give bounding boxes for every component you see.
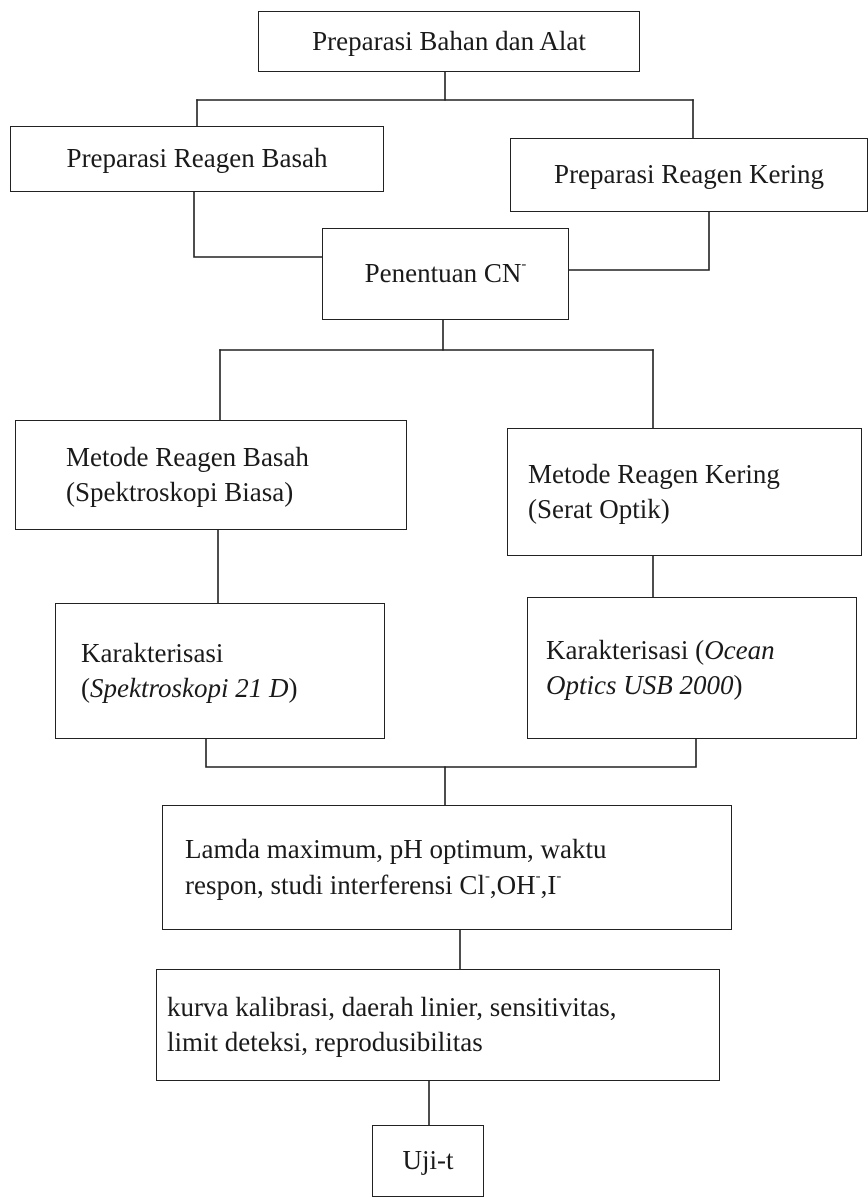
karakterisasi-basah-line2: (Spektroskopi 21 D): [81, 673, 298, 703]
uji-t-label: Uji-t: [402, 1145, 454, 1176]
connector-karakterisasi-merge: [205, 738, 697, 768]
uji-t-box: Uji-t: [372, 1125, 484, 1197]
prep-bahan-alat-label: Preparasi Bahan dan Alat: [312, 25, 586, 56]
metode-basah-box: Metode Reagen Basah (Spektroskopi Biasa): [15, 420, 407, 530]
kurva-line1: kurva kalibrasi, daerah linier, sensitiv…: [167, 991, 617, 1022]
lamda-line1: Lamda maximum, pH optimum, waktu: [185, 834, 607, 865]
prep-reagen-basah-box: Preparasi Reagen Basah: [10, 126, 384, 192]
kurva-box: kurva kalibrasi, daerah linier, sensitiv…: [156, 969, 720, 1081]
karakterisasi-basah-line1: Karakterisasi: [81, 637, 224, 668]
penentuan-label: Penentuan CN-: [364, 257, 527, 289]
metode-kering-line2: (Serat Optik): [528, 494, 670, 524]
connector-kering-to-penentuan: [568, 211, 710, 271]
connector-basah-to-penentuan: [193, 191, 323, 258]
prep-bahan-alat-box: Preparasi Bahan dan Alat: [258, 11, 640, 72]
prep-reagen-kering-box: Preparasi Reagen Kering: [510, 138, 868, 212]
prep-reagen-kering-label: Preparasi Reagen Kering: [554, 159, 824, 190]
karakterisasi-basah-box: Karakterisasi (Spektroskopi 21 D): [55, 603, 385, 739]
kurva-line2: limit deteksi, reprodusibilitas: [167, 1027, 483, 1057]
prep-reagen-basah-label: Preparasi Reagen Basah: [66, 143, 328, 174]
lamda-box: Lamda maximum, pH optimum, waktu respon,…: [162, 805, 732, 930]
metode-kering-box: Metode Reagen Kering (Serat Optik): [507, 428, 862, 556]
karakterisasi-kering-line2: Optics USB 2000): [546, 670, 743, 700]
karakterisasi-kering-box: Karakterisasi (Ocean Optics USB 2000): [527, 597, 857, 739]
penentuan-box: Penentuan CN-: [322, 228, 569, 320]
lamda-line2: respon, studi interferensi Cl-,OH-,I-: [185, 868, 562, 900]
karakterisasi-kering-line1: Karakterisasi (Ocean: [546, 634, 775, 665]
metode-kering-line1: Metode Reagen Kering: [528, 458, 780, 489]
metode-basah-line2: (Spektroskopi Biasa): [66, 477, 294, 507]
metode-basah-line1: Metode Reagen Basah: [66, 441, 309, 472]
